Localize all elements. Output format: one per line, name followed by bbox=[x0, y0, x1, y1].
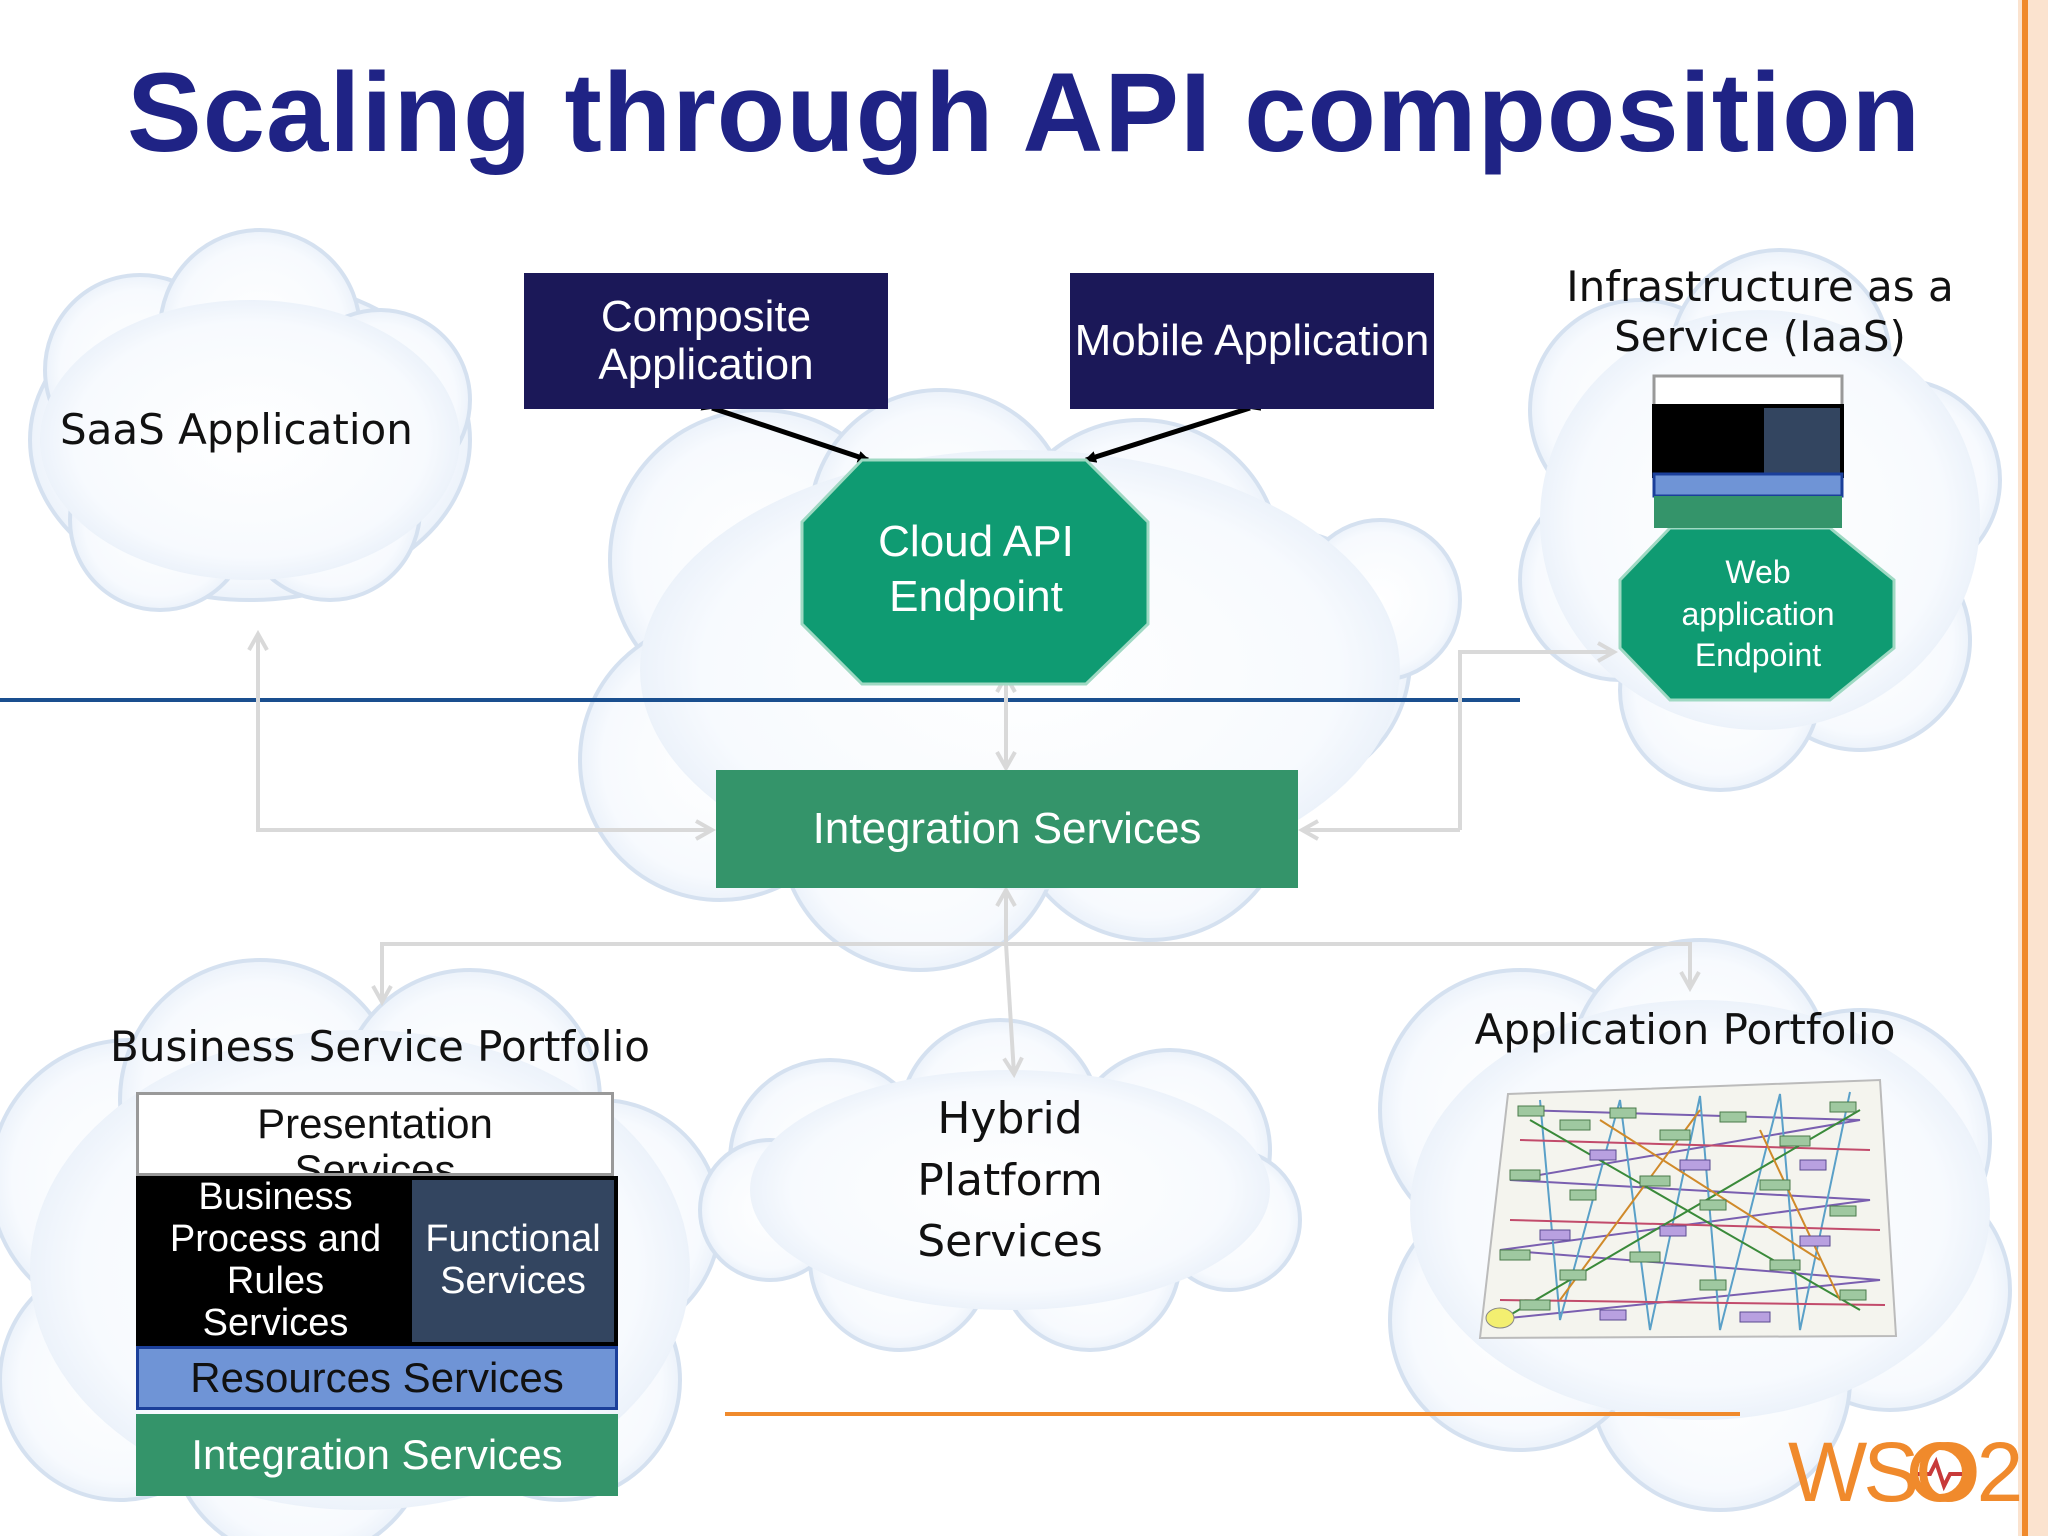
functional-services: Functional Services bbox=[412, 1176, 618, 1346]
composite-application-box: Composite Application bbox=[524, 273, 888, 409]
presentation-services: Presentation Services bbox=[136, 1092, 614, 1176]
iaas-stack-slate bbox=[1764, 408, 1842, 474]
saas-label: SaaS Application bbox=[60, 405, 413, 454]
business-stack: Presentation Services Business Process a… bbox=[136, 1092, 618, 1502]
logo-ring bbox=[1910, 1442, 1970, 1502]
iaas-stack-black bbox=[1654, 408, 1764, 474]
wso2-logo-text: WSO2 bbox=[1788, 1425, 2023, 1519]
iaas-stack-blue bbox=[1652, 472, 1844, 498]
arrow-composite-cloudapi bbox=[700, 399, 870, 463]
connector-to-hybrid bbox=[1006, 943, 1014, 1074]
functional-services-label: Functional Services bbox=[425, 1218, 601, 1302]
cloud-api-label: Cloud API Endpoint bbox=[878, 517, 1074, 621]
hybrid-label: Hybrid Platform Services bbox=[917, 1093, 1103, 1268]
app-portfolio-label: Application Portfolio bbox=[1474, 1005, 1896, 1054]
integration-services-label: Integration Services bbox=[812, 804, 1202, 853]
web-app-octagon bbox=[1618, 526, 1896, 702]
wso2-logo: WSO2 bbox=[1788, 1424, 2023, 1521]
right-edge-line bbox=[2022, 0, 2028, 1536]
integration-services-stack: Integration Services bbox=[136, 1414, 618, 1496]
logo-pulse bbox=[1918, 1456, 1962, 1492]
presentation-services-label: Presentation Services bbox=[257, 1100, 493, 1176]
page-title: Scaling through API composition bbox=[127, 50, 1921, 175]
cloud-api-octagon bbox=[800, 458, 1150, 686]
connector-integration-webapp bbox=[1458, 652, 1614, 830]
composite-application-label: Composite Application bbox=[598, 291, 814, 389]
iaas-stack-green bbox=[1654, 496, 1842, 528]
mobile-application-box: Mobile Application bbox=[1070, 273, 1434, 409]
business-process-label: Business Process and Rules Services bbox=[169, 1176, 382, 1344]
mobile-application-label: Mobile Application bbox=[1074, 315, 1430, 365]
app-portfolio-graphic bbox=[1478, 1078, 1898, 1340]
integration-services-stack-label: Integration Services bbox=[191, 1431, 563, 1478]
connector-to-business bbox=[382, 942, 1006, 1002]
arrow-mobile-cloudapi bbox=[1084, 399, 1262, 463]
business-portfolio-label: Business Service Portfolio bbox=[110, 1022, 650, 1071]
cloud-saas bbox=[28, 228, 472, 612]
iaas-label: Infrastructure as a Service (IaaS) bbox=[1566, 262, 1954, 362]
cloud-hybrid bbox=[698, 1018, 1302, 1352]
integration-services-box: Integration Services bbox=[716, 770, 1298, 888]
resources-services-label: Resources Services bbox=[190, 1354, 564, 1401]
web-app-label: Web application Endpoint bbox=[1681, 554, 1835, 674]
resources-services: Resources Services bbox=[136, 1346, 618, 1410]
connector-to-app-portfolio bbox=[1006, 942, 1690, 988]
business-process-services: Business Process and Rules Services bbox=[136, 1176, 412, 1346]
